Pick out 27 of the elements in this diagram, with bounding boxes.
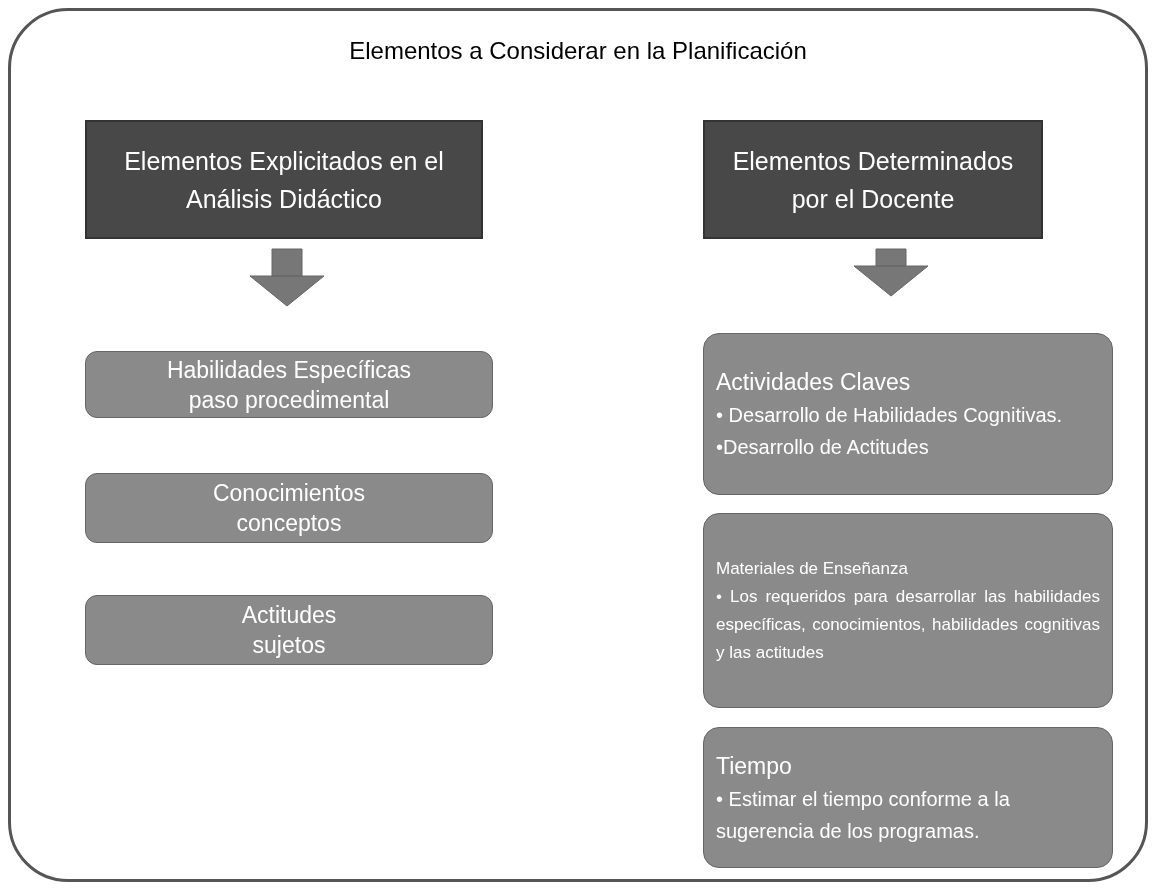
rounded-box: [85, 595, 493, 665]
rounded-box: [703, 513, 1113, 708]
rounded-box: [703, 333, 1113, 495]
box-heading: Elementos Explicitados en el Análisis Didáctico: [123, 145, 445, 215]
rounded-box: [85, 351, 493, 418]
bullet-text: • Estimar el tiempo conforme a la sugerencia de los programas.: [716, 786, 1011, 844]
box-heading: Elementos Determinados por el Docente: [731, 145, 1015, 215]
box-subtext: conceptos: [236, 509, 342, 538]
header-box: [85, 120, 483, 239]
bullet-text: •Desarrollo de Actitudes: [716, 435, 930, 460]
bullet-text: • Los requeridos para desarrollar las habilidades específicas, conocimientos, habilidades cognitivas y las actitudes: [716, 585, 1100, 664]
box-heading: Habilidades Específicas: [166, 355, 412, 385]
box-heading: Tiempo: [716, 751, 793, 781]
block-arrow: [853, 248, 929, 297]
outer-frame: [8, 8, 1148, 882]
bullet-text: • Desarrollo de Habilidades Cognitivas.: [716, 403, 1064, 428]
box-subtext: sujetos: [252, 631, 326, 660]
box-heading: Actitudes: [241, 601, 337, 630]
rounded-box: [85, 473, 493, 543]
box-heading: Materiales de Enseñanza: [716, 557, 909, 580]
block-arrow: [249, 248, 325, 307]
rounded-box: [703, 727, 1113, 868]
box-heading: Actividades Claves: [716, 368, 912, 397]
header-box: [703, 120, 1043, 239]
frame-heading: Elementos a Considerar en la Planificación: [349, 36, 807, 66]
box-subtext: paso procedimental: [188, 385, 390, 415]
box-heading: Conocimientos: [212, 479, 366, 508]
